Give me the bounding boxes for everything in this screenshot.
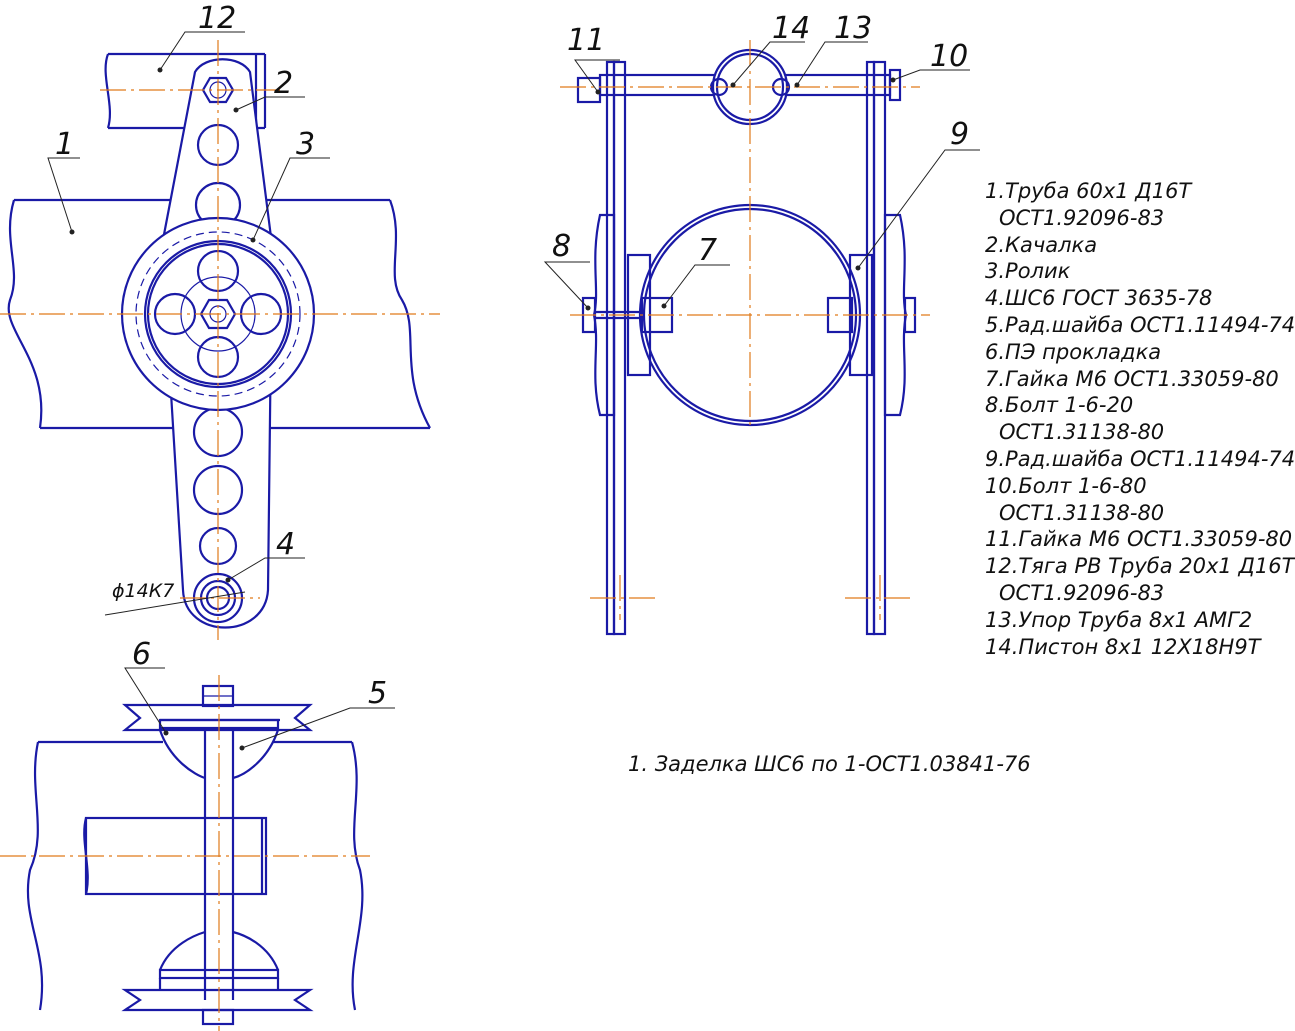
- callout-6: 6: [132, 637, 151, 672]
- parts-list-item-8: 8.Болт 1-6-20: [985, 393, 1134, 418]
- technical-drawing: 12 2 3 1 4 ϕ14К7 6 5 11 14 13 10 9 8 7: [0, 1, 980, 1031]
- callout-9: 9: [950, 117, 969, 152]
- callout-11: 11: [567, 23, 605, 58]
- callout-4: 4: [276, 527, 295, 562]
- parts-list-item-10: 10.Болт 1-6-80: [985, 473, 1147, 498]
- dimension-label: ϕ14К7: [112, 580, 174, 602]
- parts-list-item-8-cont: ОСТ1.31138-80: [999, 420, 1165, 445]
- parts-list-item-12-cont: ОСТ1.92096-83: [999, 580, 1165, 605]
- parts-list-item-3: 3.Ролик: [985, 259, 1071, 284]
- callout-12: 12: [198, 1, 236, 36]
- side-view: [560, 40, 930, 636]
- callout-5: 5: [368, 676, 387, 711]
- callout-10: 10: [930, 39, 968, 74]
- parts-list-item-14: 14.Пистон 8х1 12Х18Н9Т: [985, 634, 1261, 659]
- parts-list-item-7: 7.Гайка М6 ОСТ1.33059-80: [985, 366, 1279, 391]
- parts-list-item-12: 12.Тяга РВ Труба 20х1 Д16Т: [985, 554, 1295, 579]
- callout-1: 1: [55, 127, 74, 162]
- callout-2: 2: [274, 66, 293, 101]
- tube-1: [7, 198, 431, 430]
- callout-8: 8: [552, 229, 571, 264]
- parts-list-item-1: 1.Труба 60х1 Д16Т: [985, 179, 1192, 203]
- callout-14: 14: [772, 11, 810, 46]
- section-view: [0, 675, 370, 1031]
- parts-list-item-6: 6.ПЭ прокладка: [985, 339, 1162, 364]
- parts-list-item-11: 11.Гайка М6 ОСТ1.33059-80: [985, 527, 1293, 552]
- callout-7: 7: [698, 233, 717, 268]
- front-view: [0, 40, 440, 640]
- callout-13: 13: [834, 11, 872, 46]
- parts-list-item-1-cont: ОСТ1.92096-83: [999, 205, 1165, 230]
- parts-list-item-9: 9.Рад.шайба ОСТ1.11494-74: [985, 446, 1295, 471]
- parts-list-item-2: 2.Качалка: [985, 232, 1098, 257]
- parts-list-item-4: 4.ШС6 ГОСТ 3635-78: [985, 286, 1213, 311]
- parts-list-item-5: 5.Рад.шайба ОСТ1.11494-74: [985, 312, 1295, 337]
- leaders: [47, 31, 980, 751]
- parts-list-item-10-cont: ОСТ1.31138-80: [999, 500, 1165, 525]
- parts-list: 1.Труба 60х1 Д16Т ОСТ1.92096-83 2.Качалк…: [985, 178, 1295, 660]
- callout-3: 3: [296, 127, 315, 162]
- parts-list-item-13: 13.Упор Труба 8х1 АМГ2: [985, 607, 1253, 632]
- technical-note: 1. Заделка ШС6 по 1-ОСТ1.03841-76: [628, 752, 1031, 776]
